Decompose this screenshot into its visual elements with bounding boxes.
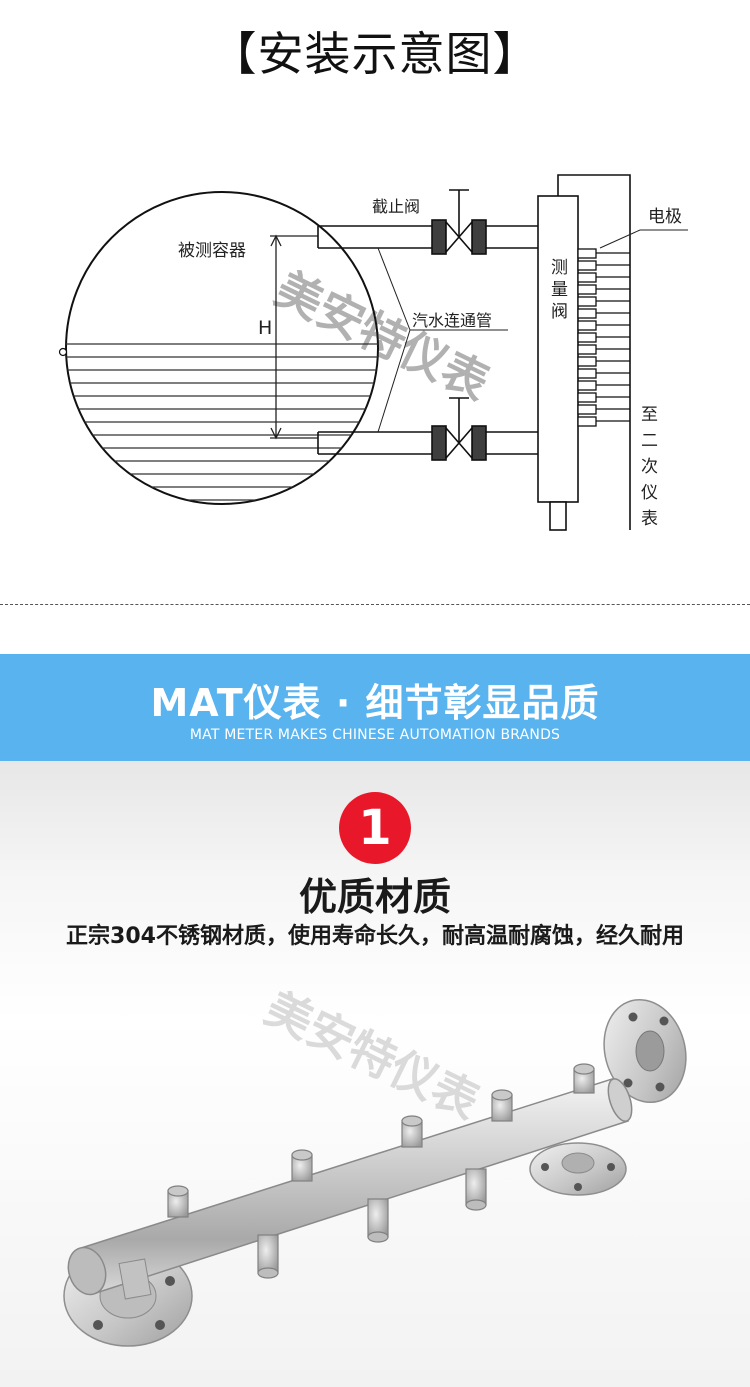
- middle-flange: [529, 1142, 627, 1196]
- feature-title: 优质材质: [298, 875, 451, 919]
- electrode-label: 电极: [648, 207, 682, 227]
- section-banner: MAT仪表 · 细节彰显品质 MAT METER MAKES CHINESE A…: [0, 654, 750, 761]
- electrodes: [577, 248, 630, 427]
- section-divider: [0, 604, 750, 605]
- pipe-leader-lines: [377, 247, 508, 433]
- feature-number-badge: 1: [339, 792, 411, 864]
- measuring-valve: [537, 174, 631, 531]
- product-image: 美安特仪表: [63, 991, 687, 1347]
- lower-pipe: [317, 431, 538, 455]
- feature-description: 正宗304不锈钢材质，使用寿命长久，耐高温耐腐蚀，经久耐用: [66, 924, 684, 949]
- nozzles: [167, 1063, 595, 1279]
- feature-section: 1 优质材质 正宗304不锈钢材质，使用寿命长久，耐高温耐腐蚀，经久耐用: [0, 761, 750, 1387]
- watermark-top: 美安特仪表: [267, 261, 497, 410]
- main-tube: [67, 1078, 633, 1300]
- measure-valve-char-3: 阀: [551, 302, 568, 322]
- banner-subtitle: MAT METER MAKES CHINESE AUTOMATION BRAND…: [189, 727, 561, 743]
- banner-title: MAT仪表 · 细节彰显品质: [150, 681, 600, 725]
- secondary-char-2: 二: [641, 431, 658, 451]
- watermark-bottom: 美安特仪表: [257, 991, 487, 1130]
- measure-valve-char-1: 测: [551, 258, 568, 278]
- vessel: [58, 191, 379, 505]
- upper-stop-valve: [431, 189, 487, 255]
- vessel-label: 被测容器: [178, 241, 246, 261]
- electrode-leader: [599, 229, 688, 249]
- secondary-char-5: 表: [641, 509, 658, 529]
- upper-pipe: [317, 225, 538, 249]
- height-label: H: [258, 317, 272, 339]
- secondary-char-4: 仪: [641, 483, 658, 503]
- page-title: 【安装示意图】: [210, 27, 540, 81]
- height-dimension: [270, 234, 318, 440]
- secondary-char-1: 至: [641, 405, 658, 425]
- lower-stop-valve: [431, 397, 487, 461]
- secondary-char-3: 次: [641, 457, 658, 477]
- pipe-label: 汽水连通管: [412, 311, 492, 330]
- stop-valve-label: 截止阀: [372, 197, 420, 216]
- right-flange: [603, 998, 687, 1104]
- measure-valve-char-2: 量: [551, 280, 568, 300]
- installation-diagram: 被测容器 H 截止阀: [58, 174, 688, 531]
